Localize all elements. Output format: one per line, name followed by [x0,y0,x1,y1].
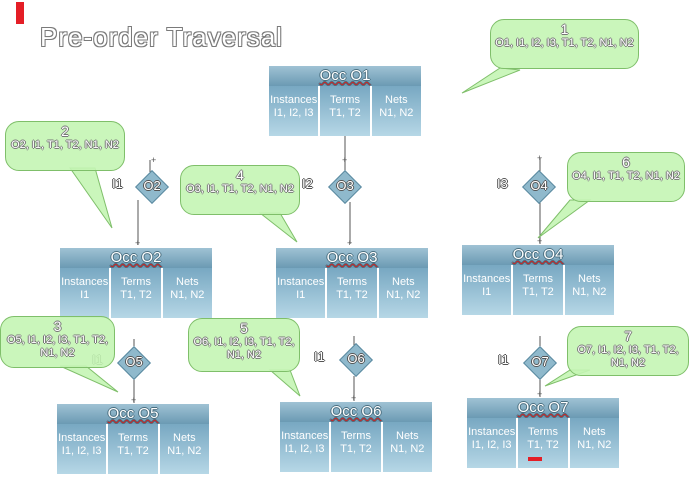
diamond-o2: O2 [132,170,172,204]
callout-1-text: O1, I1, I2, I3, T1, T2, N1, N2 [495,37,634,49]
callout-4-tail [258,212,298,243]
tick-mark: + [537,153,543,163]
callout-7-number: 7 [624,328,632,344]
o3-input-label: I2 [302,176,313,191]
callout-1-tail [461,67,521,94]
diamond-o4-label: O4 [530,178,548,193]
callout-6-number: 6 [622,154,630,170]
callout-3-number: 3 [53,318,62,334]
diamond-o3-label: O3 [336,178,354,193]
occ-o7-label: Occ O7 [517,399,569,416]
occ-o5-label: Occ O5 [107,405,159,422]
diamond-o4: O4 [519,170,559,204]
callout-1-number: 1 [560,21,569,37]
callout-2-tail [69,167,113,229]
accent-bar [16,2,24,24]
diamond-o2-label: O2 [143,178,161,193]
o6-input-label: I1 [314,349,325,364]
occ-o3-label: Occ O3 [326,249,378,266]
tick-mark: + [135,238,141,248]
tick-mark: + [351,393,357,403]
diamond-o5: O5 [114,346,154,380]
callout-2: 2 O2, I1, T1, T2, N1, N2 [5,121,125,171]
callout-1: 1 O1, I1, I2, I3, T1, T2, N1, N2 [490,19,639,69]
occ-o2-label: Occ O2 [110,249,162,266]
callout-4-number: 4 [236,167,244,183]
o4-input-label: I3 [497,176,508,191]
diamond-o7: O7 [520,346,560,380]
tick-mark: + [347,238,353,248]
o2-input-label: I1 [112,176,123,191]
occ-o4-label: Occ O4 [512,246,564,263]
callout-3-tail [59,365,119,393]
tick-mark: + [537,389,543,399]
tick-mark: + [151,155,157,165]
callout-3-text: O5, I1, I2, I3, T1, T2, N1, N2 [6,334,109,359]
callout-7: 7 O7, I1, I2, I3, T1, T2, N1, N2 [567,326,689,376]
callout-5-text: O6, I1, I2, I3, T1, T2, N1, N2 [193,336,295,361]
callout-5: 5 O6, I1, I2, I3, T1, T2, N1, N2 [188,318,300,372]
occ-o1-label: Occ O1 [319,67,371,84]
callout-4-text: O3, I1, T1, T2, N1, N2 [186,183,294,195]
callout-2-number: 2 [61,123,69,139]
diamond-o6: O6 [336,343,376,377]
tick-mark: + [131,395,137,405]
diamond-o3: O3 [325,170,365,204]
callout-2-text: O2, I1, T1, T2, N1, N2 [11,139,119,151]
tick-mark: + [537,236,543,246]
o7-input-label: I1 [498,352,509,367]
page-title: Pre-order Traversal [40,22,283,52]
callout-6: 6 O4, I1, T1, T2, N1, N2 [567,152,685,202]
callout-5-number: 5 [240,320,248,336]
occ-o6-label: Occ O6 [330,403,382,420]
callout-4: 4 O3, I1, T1, T2, N1, N2 [180,165,300,215]
callout-7-text: O7, I1, I2, I3, T1, T2, N1, N2 [577,344,679,369]
callout-3: 3 O5, I1, I2, I3, T1, T2, N1, N2 [0,316,115,368]
accent-mark [528,457,542,461]
tick-mark: + [342,155,348,165]
diamond-o7-label: O7 [531,354,549,369]
diamond-o6-label: O6 [347,351,365,366]
callout-5-tail [268,369,301,397]
diamond-o5-label: O5 [125,354,143,369]
callout-6-text: O4, I1, T1, T2, N1, N2 [572,170,680,182]
callout-6-tail [537,199,592,239]
